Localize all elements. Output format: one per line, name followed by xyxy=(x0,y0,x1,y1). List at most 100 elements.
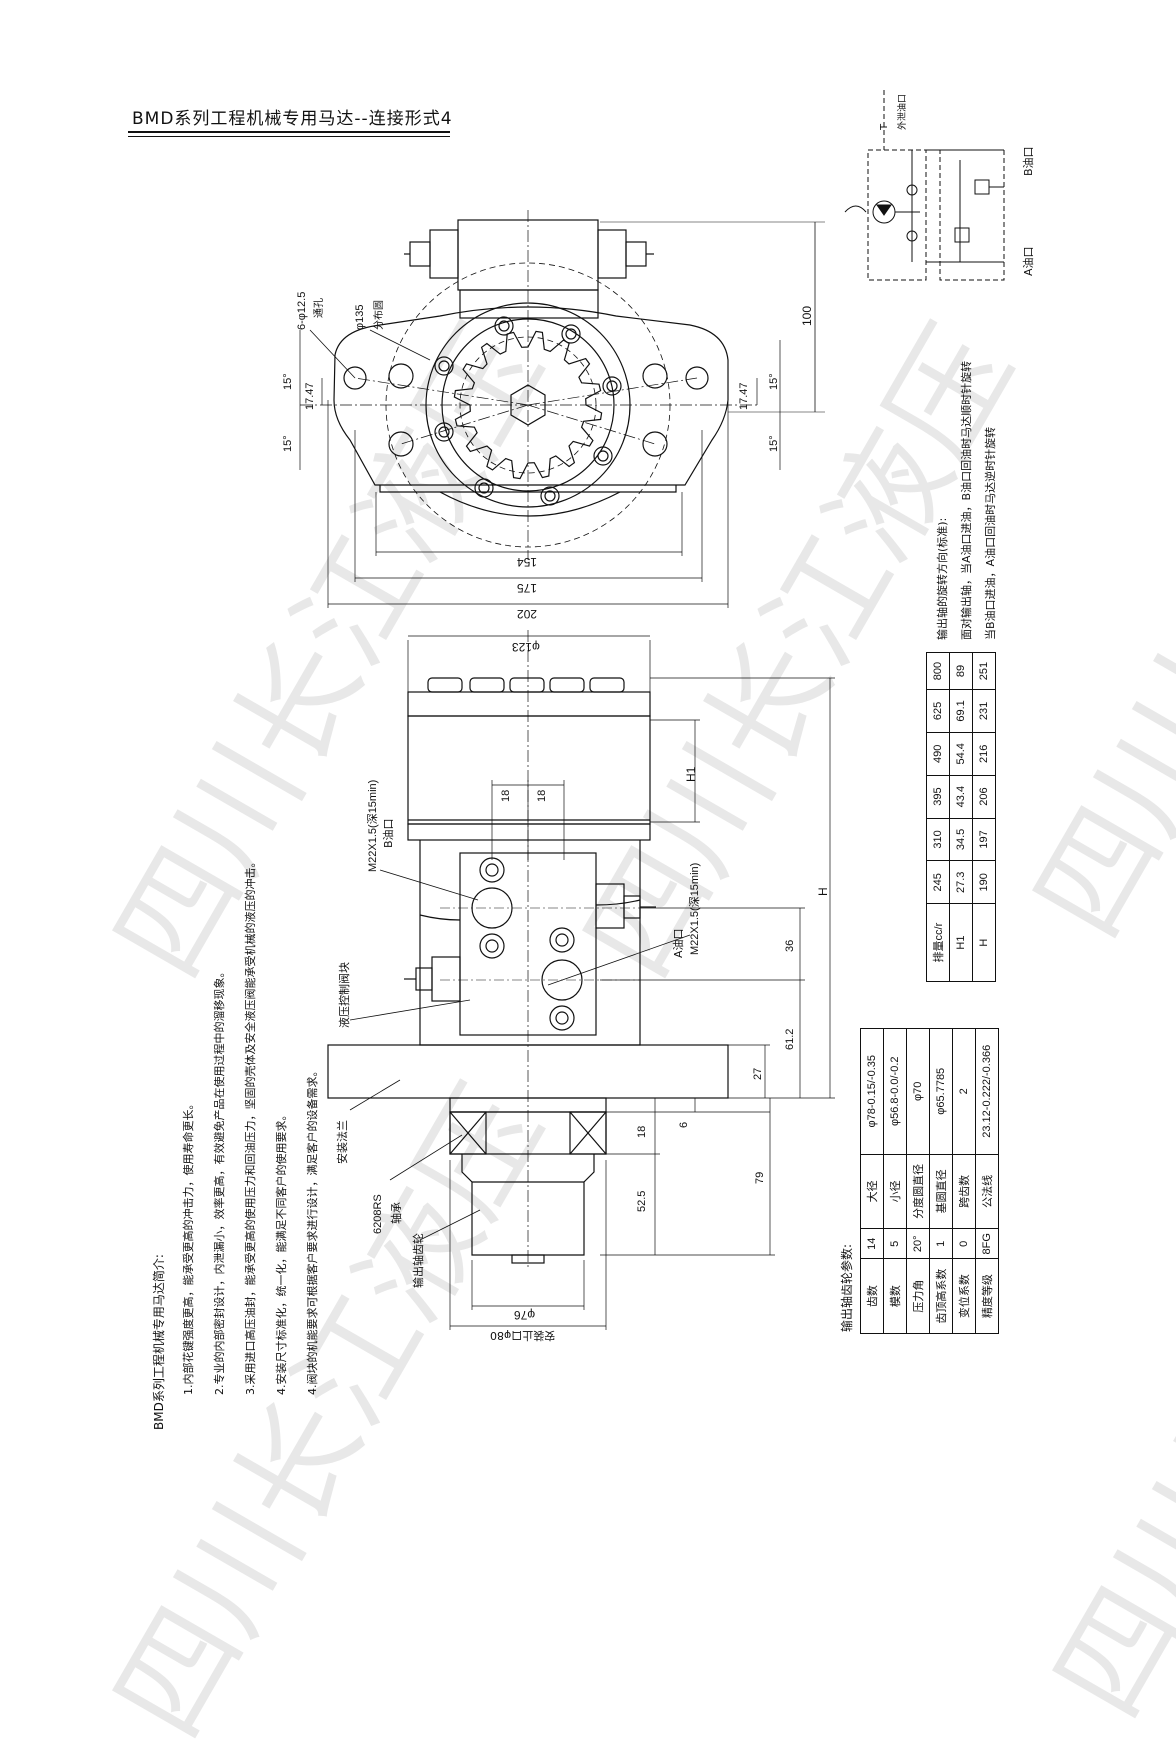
b-port-thread-label: M22X1.5(深15min) xyxy=(367,779,379,872)
hydraulic-schematic xyxy=(844,90,1005,281)
table-cell: 190 xyxy=(972,860,996,904)
dim-79: 79 xyxy=(754,1171,766,1184)
table-cell: 23.12-0.222/-0.366 xyxy=(975,1028,999,1155)
a-port-name-label: A油口 xyxy=(672,928,685,958)
offset-label-left: 17.47 xyxy=(304,382,316,410)
a-port xyxy=(541,959,583,1001)
holes-label: 6-φ12.5 xyxy=(296,291,308,330)
h1-dim: H1 xyxy=(684,766,698,782)
pilot-label: 安装止口φ80 xyxy=(490,1329,556,1342)
table-cell: 69.1 xyxy=(949,689,973,733)
dim-52: 52.5 xyxy=(636,1190,648,1212)
intro-heading: BMD系列工程机械专用马达简介: xyxy=(152,1254,166,1430)
mounting-flange-outline xyxy=(333,306,729,486)
table-cell: 395 xyxy=(926,775,950,819)
valve-housing xyxy=(419,840,641,1046)
height-dim: 100 xyxy=(800,305,814,326)
dim-18-right: 18 xyxy=(536,789,548,802)
table-cell: φ70 xyxy=(906,1028,930,1155)
cap-bolts xyxy=(427,677,625,693)
b-port-schematic-label: B油口 xyxy=(1022,146,1035,176)
table-cell: 800 xyxy=(926,652,950,690)
housing-bolts xyxy=(434,316,622,506)
drawing-sheet: 四川长江液压 四川长江液压 四川长江液压 四川长江液压 四川长江液压 BMD系列… xyxy=(90,90,1176,1759)
h-dim: H xyxy=(816,887,830,896)
valve-block-label: 液压控制阀块 xyxy=(338,962,351,1028)
table-cell: 5 xyxy=(883,1228,907,1259)
table-cell: 231 xyxy=(972,689,996,733)
end-cap xyxy=(407,691,651,717)
page-title: BMD系列工程机械专用马达--连接形式4 xyxy=(132,109,453,129)
b-port-name-label: B油口 xyxy=(382,818,395,848)
table-cell: 625 xyxy=(926,689,950,733)
a-port-thread-label: M22X1.5(深15min) xyxy=(689,862,701,955)
gear-table-heading: 输出轴齿轮参数: xyxy=(840,1243,854,1332)
port-small xyxy=(479,857,505,883)
front-valve-plug-left xyxy=(429,229,459,279)
intro-item-2: 2.专业的内部密封设计，内泄漏小，效率更高，有效避免产品在使用过程中的溜移现象。 xyxy=(213,966,226,1396)
rotation-line-2: 当B油口进油，A油口回油时马达逆时针旋转 xyxy=(984,426,997,640)
engineering-drawing xyxy=(299,90,1005,1330)
mount-flange-label: 安装法兰 xyxy=(336,1120,349,1164)
table-cell: 精度等级 xyxy=(975,1258,999,1334)
bearing-label: 6208RS xyxy=(372,1194,384,1234)
table-cell: 公法线 xyxy=(975,1154,999,1229)
table-cell: 小径 xyxy=(883,1154,907,1229)
dim-6: 6 xyxy=(678,1121,690,1128)
bottom-diameter-dim: φ76 xyxy=(514,1308,536,1322)
intro-item-5: 4.阀块的机能要求可根据客户要求进行设计，满足客户的设备需求。 xyxy=(306,1065,319,1396)
table-cell: φ56.8-0.0/-0.2 xyxy=(883,1028,907,1155)
bearing-sub-label: 轴承 xyxy=(390,1202,403,1224)
side-view xyxy=(327,630,835,1330)
table-cell: 排量cc/r xyxy=(926,903,950,982)
table-cell: 310 xyxy=(926,818,950,861)
angle-label-right-top: 15° xyxy=(768,373,780,390)
table-cell: 基圆直径 xyxy=(929,1154,953,1229)
rotation-heading: 输出轴的旋转方向(标准): xyxy=(936,517,949,640)
front-valve-plug-right xyxy=(597,229,627,279)
table-cell: 34.5 xyxy=(949,818,973,861)
table-cell: 0 xyxy=(952,1228,976,1259)
pcd-label: φ135 xyxy=(354,304,366,331)
title-underline-thin xyxy=(128,136,450,137)
table-cell: 模数 xyxy=(883,1258,907,1334)
intro-item-4: 4.安装尺寸标准化，统一化，能满足不同客户的使用要求。 xyxy=(275,1109,288,1396)
pcd-sub-label: 分布圆 xyxy=(374,300,385,330)
t-port-sub-label: 外泄油口 xyxy=(898,93,908,130)
table-cell: 8FG xyxy=(975,1228,999,1259)
table-cell: 变位系数 xyxy=(952,1258,976,1334)
table-cell: 490 xyxy=(926,732,950,776)
dim-18-left: 18 xyxy=(500,789,512,802)
title-underline xyxy=(128,131,450,133)
output-gear-label: 输出轴齿轮 xyxy=(412,1233,425,1288)
table-cell: 54.4 xyxy=(949,732,973,776)
table-cell: 89 xyxy=(949,652,973,690)
table-cell: φ65.7785 xyxy=(929,1028,953,1155)
table-cell: 27.3 xyxy=(949,860,973,904)
rotation-line-1: 面对输出轴，当A油口进油，B油口回油时马达顺时针旋转 xyxy=(960,360,973,640)
intro-item-3: 3.采用进口高压油封，能承受更高的使用压力和回油压力，坚固的壳体及安全液压阀能承… xyxy=(244,856,257,1396)
table-cell: φ78-0.15/-0.35 xyxy=(860,1028,884,1155)
width-dim-202: 202 xyxy=(517,607,538,621)
width-dim-175: 175 xyxy=(517,581,538,595)
holes-sub-label: 通孔 xyxy=(314,298,325,318)
table-cell: 251 xyxy=(972,652,996,690)
offset-label-right: 17.47 xyxy=(738,382,750,410)
motor-body xyxy=(407,715,651,825)
a-port-schematic-label: A油口 xyxy=(1022,246,1035,276)
table-cell: H1 xyxy=(949,903,973,982)
table-cell: 14 xyxy=(860,1228,884,1259)
table-cell: 跨齿数 xyxy=(952,1154,976,1229)
angle-label-left-top: 15° xyxy=(282,373,294,390)
